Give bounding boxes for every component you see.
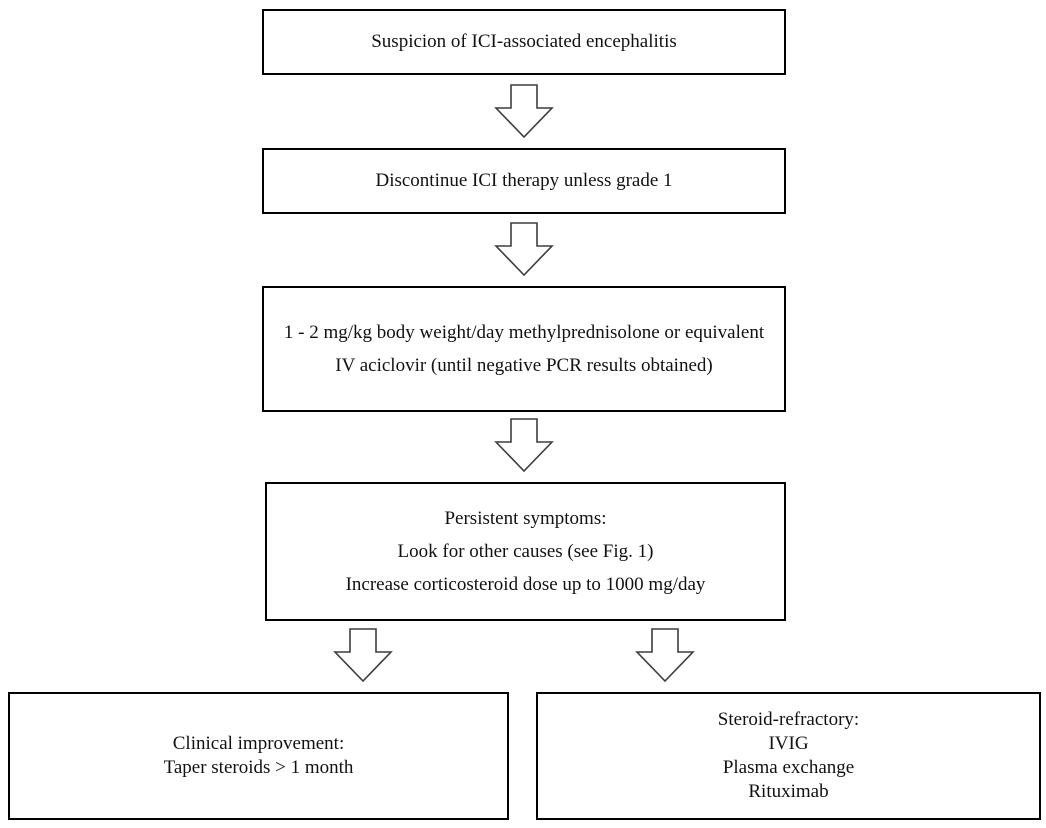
flow-box-text: IVIG: [768, 733, 809, 754]
flow-box-text: 1 - 2 mg/kg body weight/day methylpredni…: [283, 321, 765, 343]
down-arrow-icon: [494, 418, 554, 472]
flow-box-discontinue: Discontinue ICI therapy unless grade 1: [262, 148, 786, 214]
flow-box-suspicion: Suspicion of ICI-associated encephalitis: [262, 9, 786, 75]
down-arrow-icon: [494, 84, 554, 138]
flow-box-clinical-improvement: Clinical improvement: Taper steroids > 1…: [8, 692, 509, 820]
flow-box-text: Plasma exchange: [722, 757, 855, 778]
flow-box-steroids: 1 - 2 mg/kg body weight/day methylpredni…: [262, 286, 786, 412]
flow-box-text: Steroid-refractory:: [717, 709, 860, 730]
flow-box-text: Look for other causes (see Fig. 1): [397, 540, 654, 562]
flow-box-steroid-refractory: Steroid-refractory: IVIG Plasma exchange…: [536, 692, 1041, 820]
down-arrow-icon: [333, 628, 393, 682]
flow-box-text: Suspicion of ICI-associated encephalitis: [371, 31, 677, 52]
flow-box-text: Increase corticosteroid dose up to 1000 …: [345, 573, 706, 595]
flow-box-text: IV aciclovir (until negative PCR results…: [335, 354, 713, 376]
flow-box-persistent: Persistent symptoms: Look for other caus…: [265, 482, 786, 621]
flow-box-text: Clinical improvement:: [172, 733, 345, 754]
down-arrow-icon: [494, 222, 554, 276]
flow-box-text: Rituximab: [748, 781, 829, 802]
flow-box-text: Taper steroids > 1 month: [163, 757, 354, 778]
flow-box-text: Discontinue ICI therapy unless grade 1: [375, 170, 673, 191]
down-arrow-icon: [635, 628, 695, 682]
flow-box-text: Persistent symptoms:: [444, 507, 607, 529]
